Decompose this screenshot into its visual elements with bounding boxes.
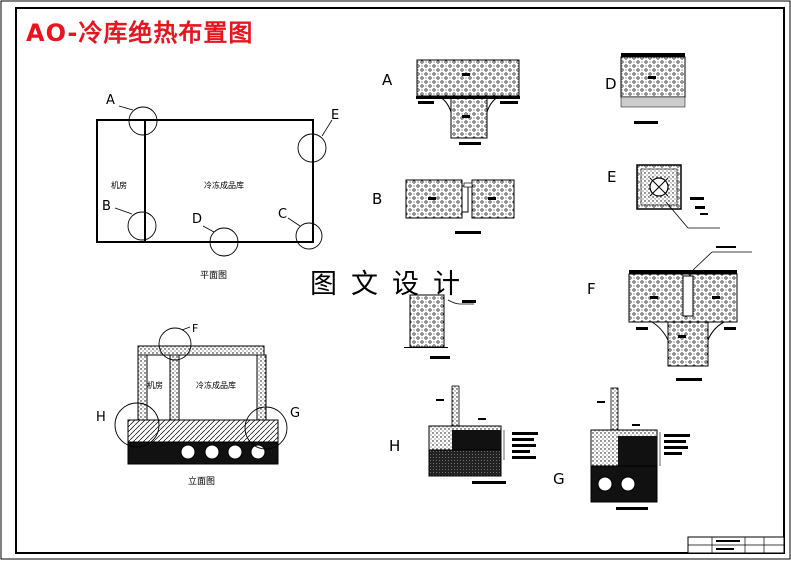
detail-label-d: D — [605, 75, 617, 93]
detail-g — [590, 387, 690, 510]
plan-callout-c: C — [278, 207, 287, 222]
detail-h — [428, 385, 538, 484]
elevation-callout-g: G — [290, 406, 300, 421]
plan-caption: 平面图 — [200, 270, 227, 281]
elevation-machine-room-label: 机房 — [147, 380, 163, 390]
watermark-text: 图文设计 — [310, 269, 474, 300]
elevation-view — [114, 326, 288, 465]
detail-label-g: G — [553, 470, 565, 488]
detail-d — [620, 53, 686, 124]
plan-callout-e: E — [331, 108, 339, 123]
plan-cold-room-label: 冷冻成品库 — [204, 180, 244, 190]
detail-f — [628, 246, 752, 381]
plan-machine-room-label: 机房 — [111, 180, 127, 190]
detail-e — [636, 164, 720, 229]
detail-center — [404, 294, 476, 359]
detail-label-h: H — [389, 437, 400, 455]
plan-callout-d: D — [192, 212, 202, 227]
elevation-caption: 立面图 — [188, 475, 215, 487]
elevation-cold-room-label: 冷冻成品库 — [196, 380, 236, 390]
drawing-title: AO-冷库绝热布置图 — [26, 19, 254, 47]
detail-label-e: E — [607, 168, 616, 186]
title-block — [687, 536, 785, 554]
detail-b — [405, 179, 515, 234]
detail-a — [416, 59, 520, 145]
elevation-callout-f: F — [192, 322, 198, 335]
detail-label-a: A — [382, 71, 393, 89]
plan-callout-b: B — [102, 199, 111, 214]
elevation-callout-h: H — [96, 410, 106, 425]
plan-callout-a: A — [106, 93, 115, 108]
plan-view — [96, 105, 333, 257]
detail-label-f: F — [587, 280, 596, 298]
detail-label-b: B — [372, 190, 382, 208]
inner-border — [15, 7, 785, 554]
